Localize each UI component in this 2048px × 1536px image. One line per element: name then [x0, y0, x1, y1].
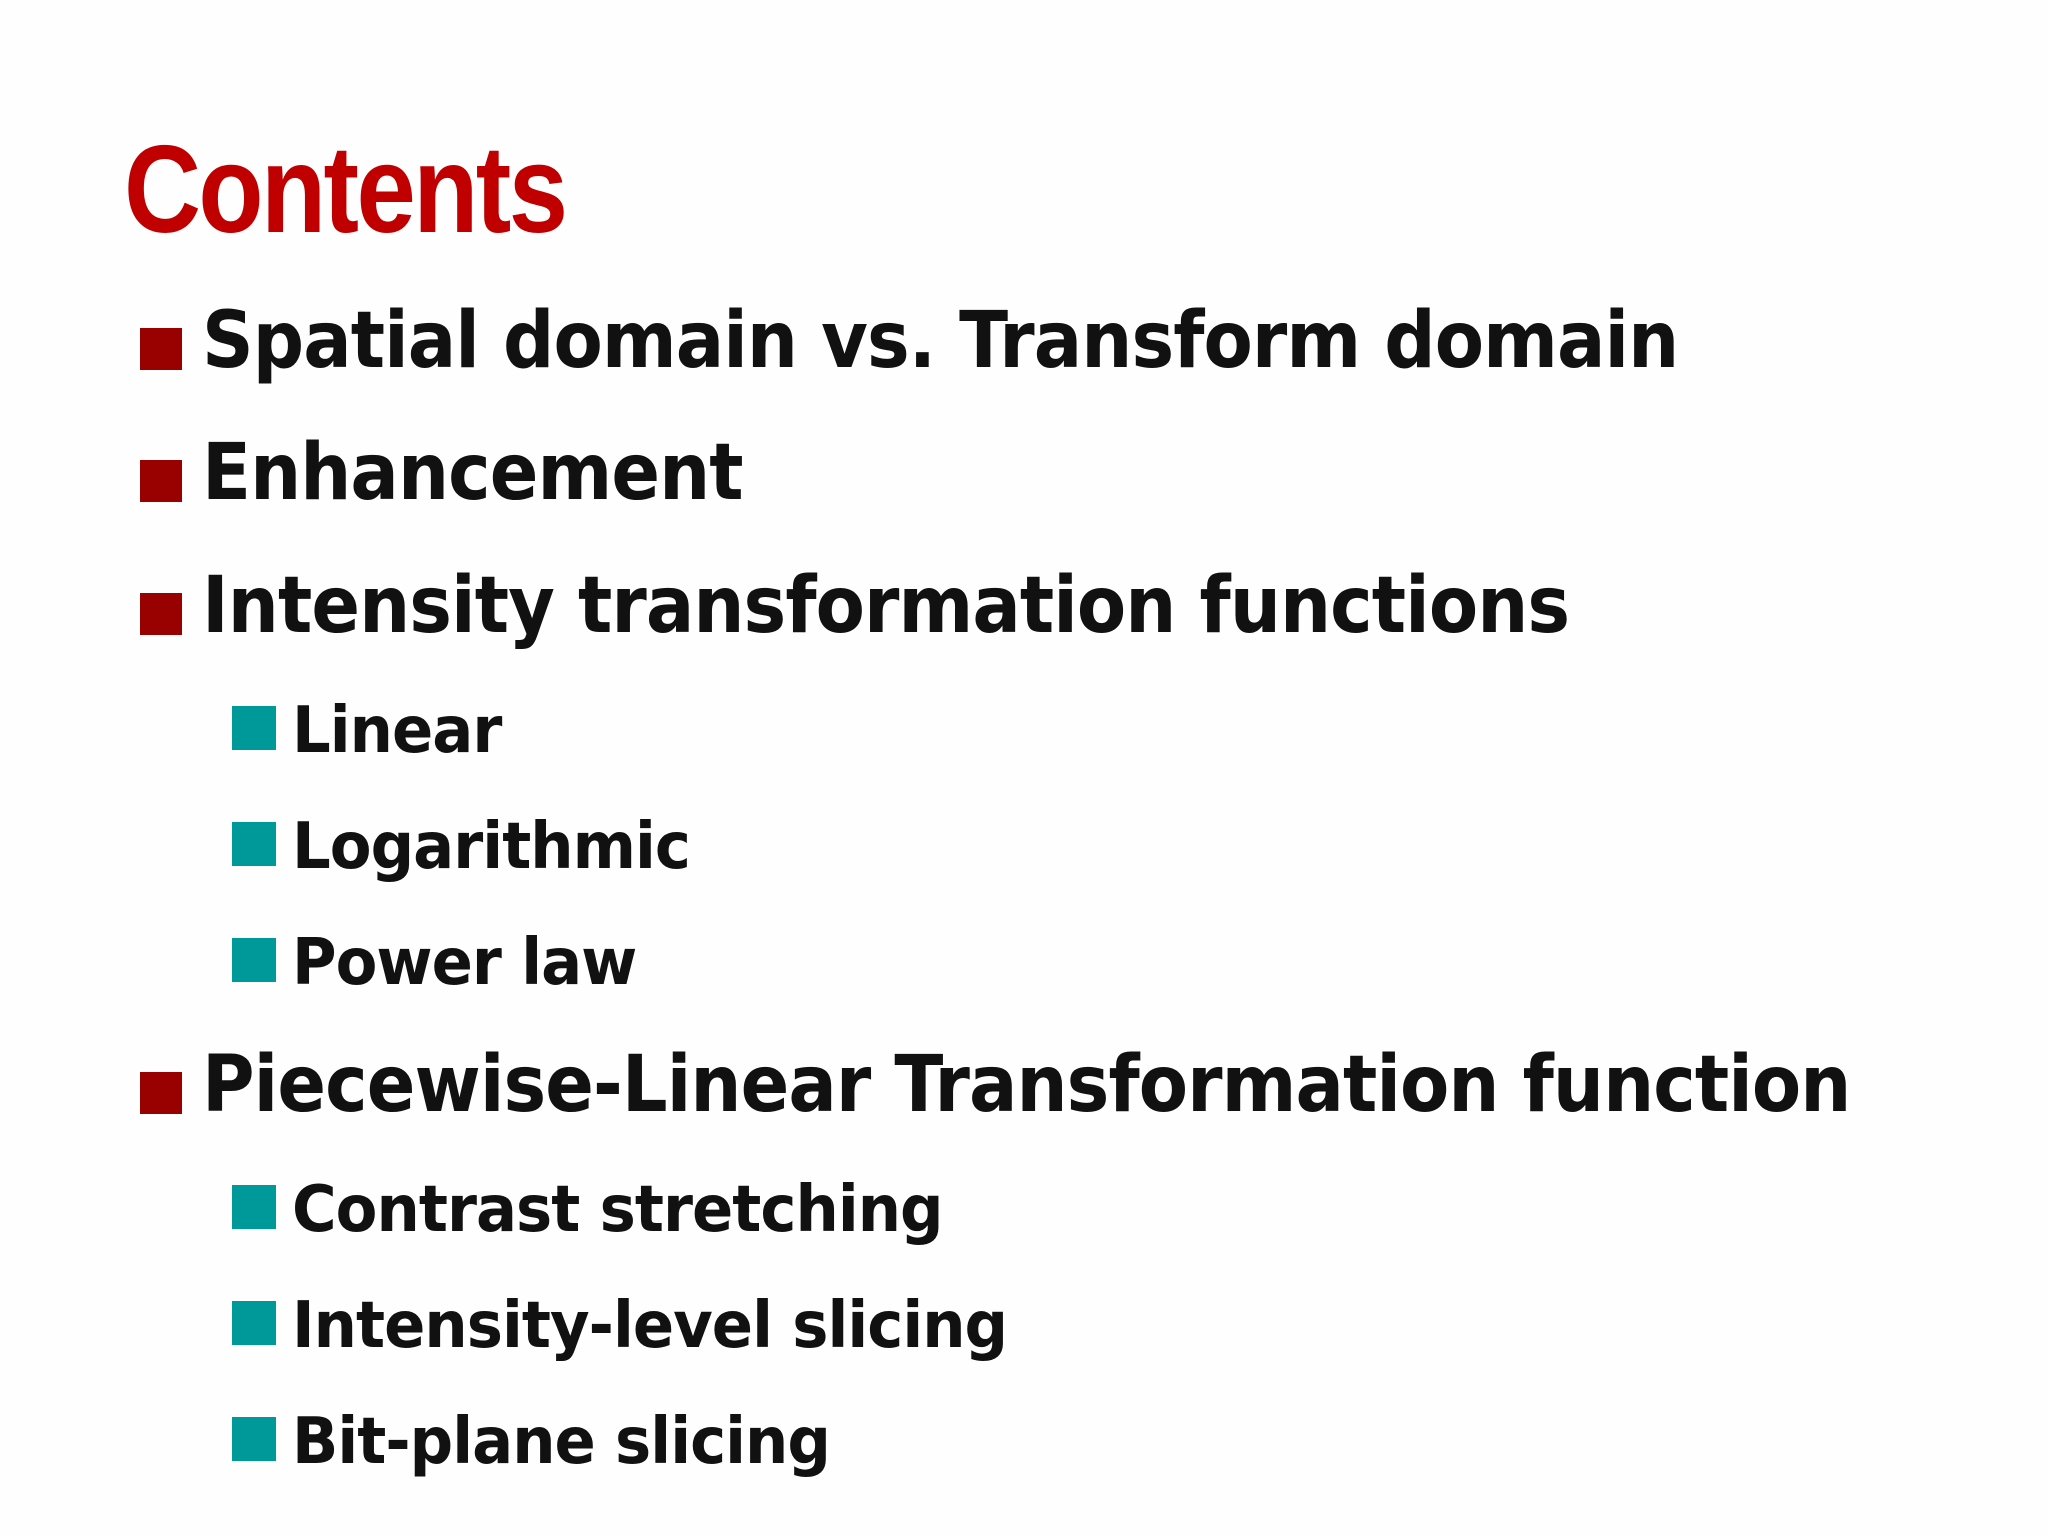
square-bullet-icon	[232, 706, 276, 750]
square-bullet-icon	[140, 593, 182, 635]
sub-bullet-text: Linear	[292, 694, 502, 768]
bullet-item-spatial-domain: Spatial domain vs. Transform domain	[140, 302, 1807, 380]
bullet-text: Intensity transformation functions	[202, 561, 1570, 651]
square-bullet-icon	[140, 460, 182, 502]
sub-bullet-item-logarithmic: Logarithmic	[232, 815, 711, 879]
slide-title: Contents	[124, 121, 568, 259]
bullet-item-enhancement: Enhancement	[140, 434, 790, 512]
sub-bullet-item-intensity-level-slicing: Intensity-level slicing	[232, 1294, 1045, 1358]
square-bullet-icon	[232, 822, 276, 866]
sub-bullet-text: Logarithmic	[292, 810, 691, 884]
square-bullet-icon	[232, 1301, 276, 1345]
sub-bullet-item-power-law: Power law	[232, 931, 655, 995]
bullet-text: Spatial domain vs. Transform domain	[202, 296, 1679, 386]
sub-bullet-item-contrast-stretching: Contrast stretching	[232, 1178, 977, 1242]
sub-bullet-text: Power law	[292, 926, 637, 1000]
sub-bullet-text: Bit-plane slicing	[292, 1405, 831, 1479]
sub-bullet-text: Contrast stretching	[292, 1173, 944, 1247]
bullet-text: Enhancement	[202, 428, 744, 518]
square-bullet-icon	[232, 938, 276, 982]
square-bullet-icon	[140, 1072, 182, 1114]
sub-bullet-item-bit-plane-slicing: Bit-plane slicing	[232, 1410, 858, 1474]
square-bullet-icon	[140, 328, 182, 370]
bullet-item-intensity-transformation: Intensity transformation functions	[140, 567, 1688, 645]
bullet-text: Piecewise-Linear Transformation function	[202, 1040, 1851, 1130]
square-bullet-icon	[232, 1185, 276, 1229]
sub-bullet-text: Intensity-level slicing	[292, 1289, 1008, 1363]
bullet-item-piecewise-linear: Piecewise-Linear Transformation function	[140, 1046, 1994, 1124]
sub-bullet-item-linear: Linear	[232, 699, 512, 763]
square-bullet-icon	[232, 1417, 276, 1461]
